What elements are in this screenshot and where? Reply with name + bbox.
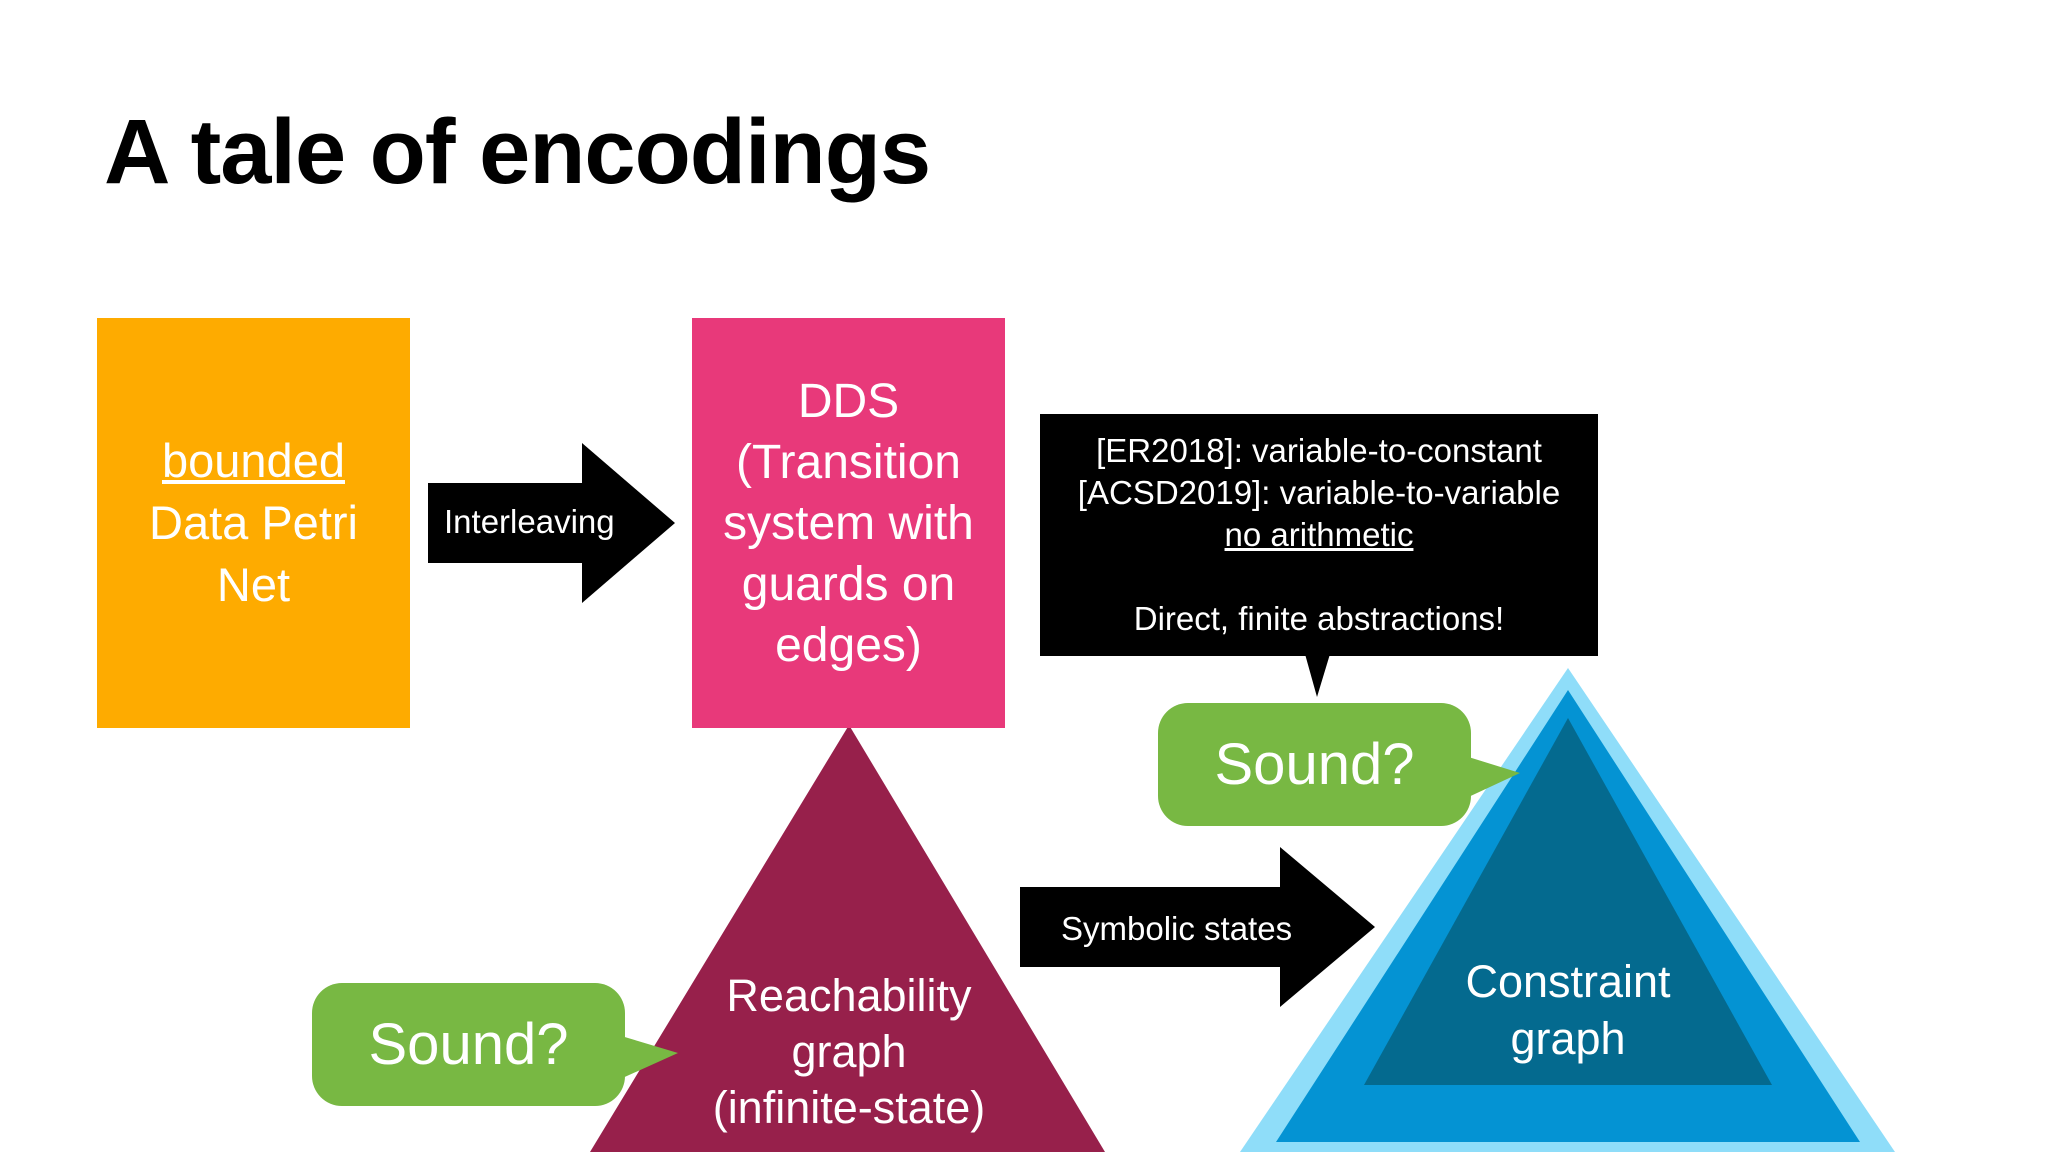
interleaving-label: Interleaving [444,503,615,540]
orange-box-line1: bounded [162,434,345,487]
interleaving-arrow [428,443,675,603]
constraint-line1: Constraint [1465,956,1671,1007]
sound-speech-bubble-top: Sound? [1158,703,1471,826]
dds-box-line3: system with [723,496,974,550]
slide-title: A tale of encodings [104,101,931,203]
note-line1: [ER2018]: variable-to-constant [1096,432,1542,469]
bounded-data-petri-net-box: bounded Data Petri Net [97,318,410,728]
reachability-line2: graph [791,1026,907,1077]
dds-box: DDS (Transition system with guards on ed… [692,318,1005,728]
reachability-line1: Reachability [726,970,972,1021]
note-line2: [ACSD2019]: variable-to-variable [1077,474,1561,511]
note-pointer [1305,654,1330,697]
sound-speech-bubble-bottom: Sound? [312,983,625,1106]
constraint-triangle-inner [1364,718,1772,1085]
symbolic-states-arrow [1020,847,1375,1007]
symbolic-states-label: Symbolic states [1061,910,1293,947]
dds-box-line4: guards on [741,557,956,611]
dds-box-line2: (Transition [736,435,961,489]
dds-box-line5: edges) [775,618,922,672]
dds-box-line1: DDS [797,374,900,428]
reachability-graph-label: Reachability graph (infinite-state) [700,968,998,1136]
sound-bottom-tail [618,1035,678,1080]
sound-top-text: Sound? [1214,732,1415,797]
sound-bottom-text: Sound? [368,1012,569,1077]
reachability-line3: (infinite-state) [712,1082,986,1133]
reachability-triangle [590,725,1105,1152]
note-line3: no arithmetic [1224,516,1414,553]
encoding-note: [ER2018]: variable-to-constant [ACSD2019… [1040,414,1598,656]
orange-box-line2: Data Petri [149,496,358,549]
note-line4: Direct, finite abstractions! [1133,600,1505,637]
constraint-graph-label: Constraint graph [1418,953,1718,1067]
sound-top-tail [1462,755,1520,800]
constraint-line2: graph [1510,1013,1626,1064]
orange-box-line3: Net [216,558,291,611]
